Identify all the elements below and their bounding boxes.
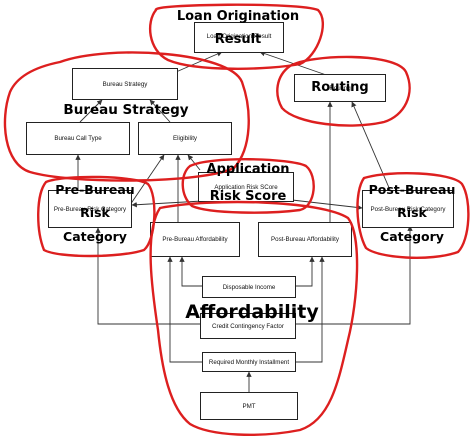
highlight-pre-bureau <box>37 175 156 258</box>
connector-disposable-income-to-post-afford <box>296 256 315 287</box>
node-bureau-call-type: Bureau Call Type <box>26 122 130 155</box>
node-disposable-income: Disposable Income <box>202 276 296 298</box>
node-loan-origination-result: Loan Origination Result <box>194 22 284 53</box>
node-pmt: PMT <box>200 392 298 420</box>
node-required-monthly-installment: Required Monthly Installment <box>202 352 296 372</box>
connector-credit-factor-to-pre-risk <box>95 227 200 325</box>
connector-eligibility-to-strategy <box>149 99 171 123</box>
highlight-application <box>181 158 315 214</box>
connector-disposable-income-to-pre-afford <box>179 256 202 287</box>
connector-app-score-to-post-risk <box>291 199 363 211</box>
connector-bureau-strategy-to-result <box>175 51 223 73</box>
node-eligibility: Eligibility <box>138 122 232 155</box>
connector-app-score-to-eligibility <box>187 154 201 171</box>
node-routing: Routing <box>294 74 386 102</box>
connector-installment-to-pre-afford <box>167 256 202 363</box>
connector-installment-to-post-afford <box>296 256 325 363</box>
node-bureau-strategy: Bureau Strategy <box>72 68 178 100</box>
highlight-post-bureau <box>356 172 470 259</box>
node-post-bureau-affordability: Post-Bureau Affordability <box>258 222 352 257</box>
highlight-affordability <box>149 200 359 436</box>
highlight-routing <box>276 55 411 127</box>
connector-call-type-to-strategy <box>79 99 103 123</box>
node-credit-contingency-factor: Credit Contingency Factor <box>200 313 296 339</box>
node-pre-bureau-affordability: Pre-Bureau Affordability <box>150 222 240 257</box>
highlight-loan-origination <box>149 3 324 70</box>
node-application-risk-score: Application Risk SCore <box>198 172 294 202</box>
node-pre-bureau-risk-category: Pre-Bureau Risk Category <box>48 190 132 228</box>
node-post-bureau-risk-category: Post-Bureau Risk Category <box>362 190 454 228</box>
